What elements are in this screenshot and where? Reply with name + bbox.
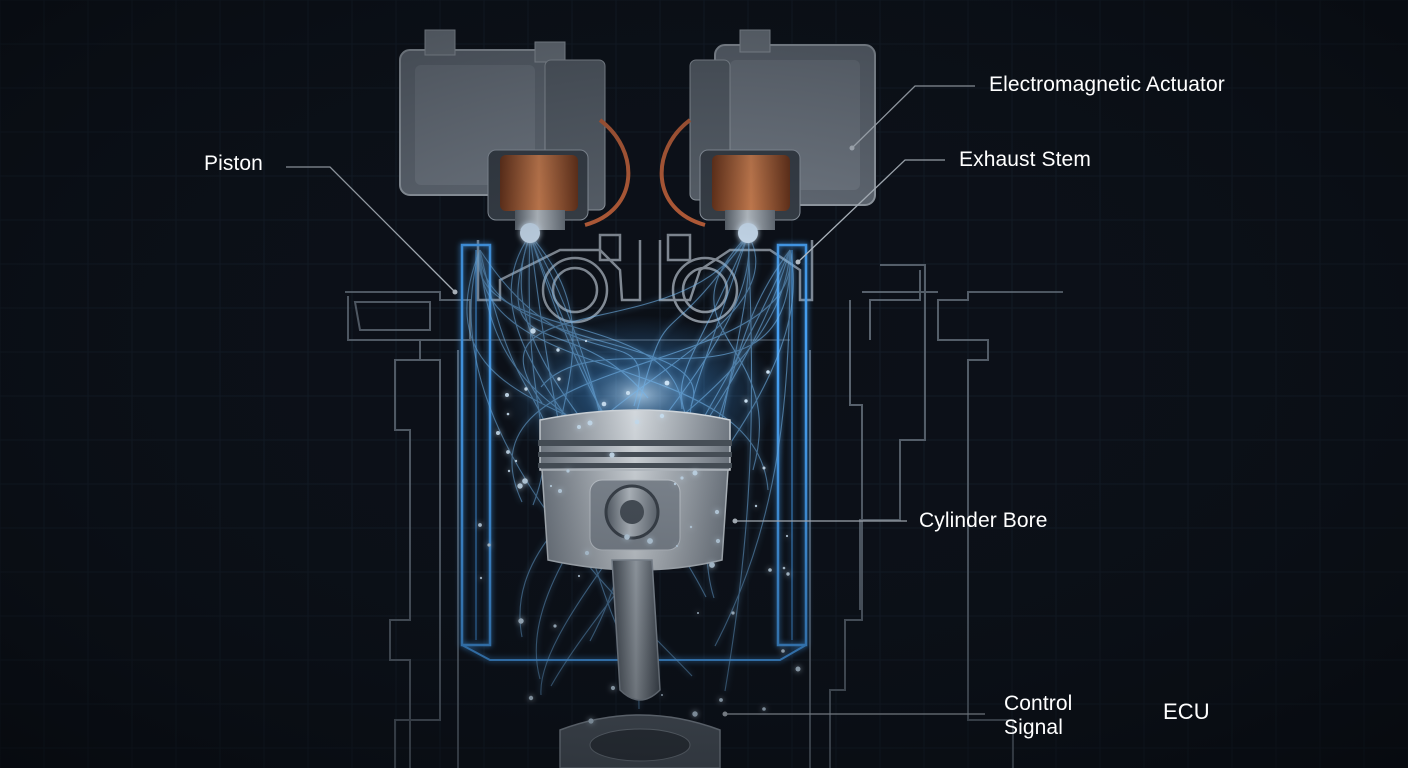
label-control-line1: Control: [1004, 692, 1072, 716]
label-exhaust-stem: Exhaust Stem: [959, 148, 1091, 172]
label-cylinder-bore: Cylinder Bore: [919, 509, 1048, 533]
label-piston: Piston: [204, 152, 263, 176]
label-control-signal: Control Signal: [1004, 692, 1072, 740]
label-control-line2: Signal: [1004, 716, 1072, 740]
label-electromagnetic-actuator: Electromagnetic Actuator: [989, 73, 1225, 97]
label-ecu: ECU: [1163, 700, 1210, 724]
